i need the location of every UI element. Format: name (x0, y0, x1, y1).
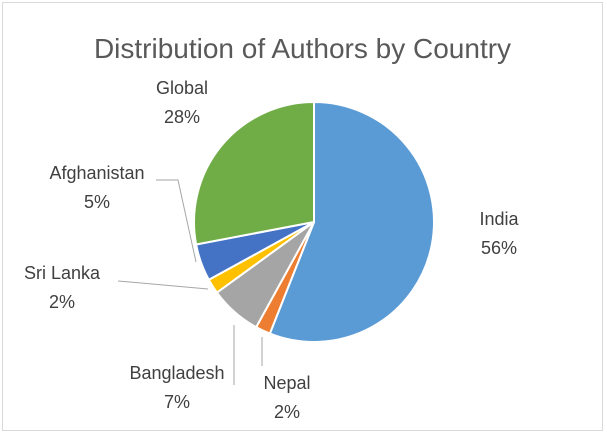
slice-value-india: 56% (481, 238, 517, 258)
pie-slice-india (268, 100, 435, 343)
slice-value-nepal: 2% (274, 402, 300, 422)
slice-label-sri-lanka: Sri Lanka (24, 263, 101, 283)
slice-label-nepal: Nepal (263, 373, 310, 393)
slice-value-sri-lanka: 2% (49, 292, 75, 312)
slice-label-bangladesh: Bangladesh (129, 363, 224, 383)
leader-line-sri-lanka (117, 280, 209, 290)
slice-value-bangladesh: 7% (164, 392, 190, 412)
slice-value-global: 28% (164, 107, 200, 127)
slice-label-global: Global (156, 78, 208, 98)
slice-value-afghanistan: 5% (84, 192, 110, 212)
pie-slice-global (193, 100, 315, 246)
slice-label-india: India (479, 209, 519, 229)
leader-line-afghanistan (156, 179, 197, 263)
slice-label-afghanistan: Afghanistan (49, 163, 144, 183)
chart-title: Distribution of Authors by Country (93, 33, 512, 64)
